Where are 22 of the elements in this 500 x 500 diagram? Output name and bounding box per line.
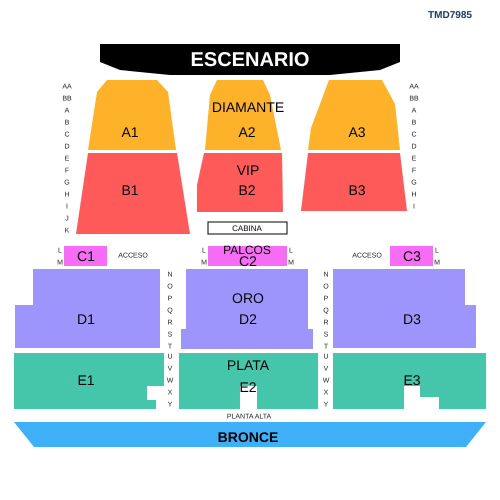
section-label: CABINA [232,224,262,232]
section-label: D3 [403,312,421,326]
section-label: BRONCE [218,430,278,444]
section-label: D2 [239,312,257,326]
section-label: A3 [348,125,366,139]
section-label: B2 [238,183,256,197]
section-label: E1 [77,373,95,387]
zone-label: PLATA [226,358,270,372]
zone-label: ORO [232,291,264,305]
section-label: A1 [121,125,139,139]
section-label: B1 [121,183,139,197]
section-label: C1 [77,249,95,263]
zone-label: VIP [236,163,260,177]
zone-label: PALCOS [223,244,271,256]
section-label: E3 [403,373,421,387]
section-label: B3 [348,183,366,197]
map-code: TMD7985 [428,11,472,21]
stage-label: ESCENARIO [190,50,310,70]
section-label: C2 [239,254,257,268]
section-label: A2 [238,125,256,139]
section-label: D1 [77,312,95,326]
section-label: C3 [403,249,421,263]
